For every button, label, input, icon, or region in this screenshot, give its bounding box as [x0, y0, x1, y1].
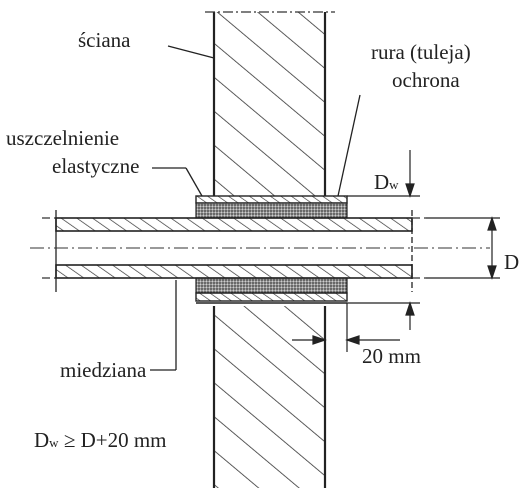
dimension-dw [347, 150, 420, 330]
pipe-wall-bottom [55, 264, 413, 279]
pipe-continuation-lines [42, 217, 426, 279]
label-formula-sub: w [49, 435, 59, 450]
label-sleeve-line1: rura (tuleja) [371, 40, 471, 64]
label-formula-rest: ≥ D+20 mm [58, 428, 167, 452]
label-pipe: miedziana [60, 358, 147, 382]
label-dim-20mm: 20 mm [362, 344, 421, 368]
leader-lines [150, 45, 361, 371]
dimension-20mm [292, 303, 400, 352]
label-dim-dw-sub: w [389, 177, 399, 192]
sleeve-top [195, 195, 348, 219]
label-dim-dw: Dw [374, 172, 399, 193]
label-dim-d: D [504, 250, 520, 274]
dimension-d [426, 216, 500, 280]
pipe-break-lines [55, 210, 413, 292]
label-wall: ściana [78, 28, 131, 52]
wall-upper [205, 11, 335, 196]
wall-lower [212, 306, 327, 488]
label-seal-line1: uszczelnienie [6, 126, 120, 150]
sleeve-bottom [195, 277, 348, 304]
label-formula: Dw ≥ D+20 mm [34, 430, 167, 451]
pipe-wall-top [55, 217, 413, 232]
label-sleeve-line2: ochrona [392, 68, 460, 92]
label-seal-line2: elastyczne [52, 154, 140, 178]
label-dim-dw-main: D [374, 170, 390, 194]
label-formula-main: D [34, 428, 50, 452]
